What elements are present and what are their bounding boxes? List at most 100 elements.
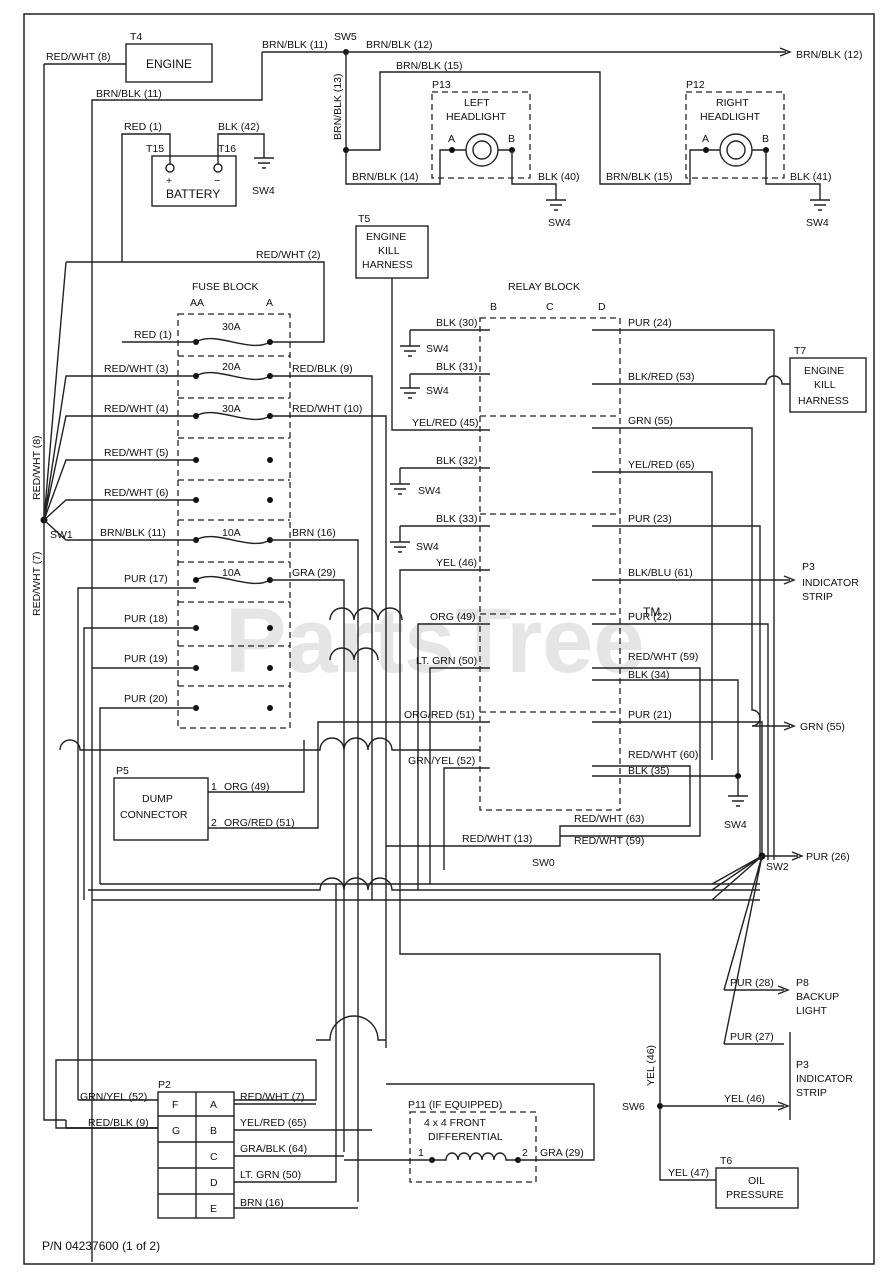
wire-pur-17: PUR (17) [124, 573, 168, 585]
wire-brn-16: BRN (16) [240, 1197, 284, 1209]
wire-org-red-51: ORG/RED (51) [404, 709, 475, 721]
splice-sw0: SW0 [532, 857, 555, 869]
fuse-5-rating: 10A [222, 567, 241, 579]
t5-line1: ENGINE [366, 231, 406, 243]
t5-id: T5 [358, 213, 370, 225]
left-headlight-p13: P13 LEFT HEADLIGHT A B [431, 79, 531, 179]
ground-sw4-r5: SW4 [724, 819, 747, 831]
wire-brn-blk-12: BRN/BLK (12) [366, 39, 433, 51]
ground-sw4-r2: SW4 [426, 385, 449, 397]
wire-lt-grn-50-p2: LT. GRN (50) [240, 1169, 301, 1181]
indicator-strip-p3-bottom: P3 INDICATOR STRIP [796, 1059, 853, 1099]
wire-brn-blk-12-end: BRN/BLK (12) [796, 49, 863, 61]
engine-t4: T4 ENGINE [125, 31, 213, 83]
wire-red-wht-3: RED/WHT (3) [104, 363, 169, 375]
p13-b: B [508, 133, 515, 145]
p12-id: P12 [686, 79, 705, 91]
wire-grn-55-end: GRN (55) [800, 721, 845, 733]
diagram-border [23, 13, 875, 1265]
wire-red-wht-63: RED/WHT (63) [574, 813, 644, 825]
fuse-1-rating: 30A [222, 321, 241, 333]
p13-line1: LEFT [464, 97, 490, 109]
wire-grn-yel-52: GRN/YEL (52) [408, 755, 475, 767]
p2-cell-a: A [210, 1099, 217, 1111]
battery-t15: T15 [146, 143, 164, 155]
ground-sw4-r4: SW4 [416, 541, 439, 553]
p3-top-line1: INDICATOR [802, 577, 859, 589]
p13-id: P13 [432, 79, 451, 91]
ground-sw4-r3: SW4 [418, 485, 441, 497]
wire-yel-red-65-p2: YEL/RED (65) [240, 1117, 307, 1129]
wire-pur-22: PUR (22) [628, 611, 672, 623]
p2-cell-b: B [210, 1125, 217, 1137]
fuse-2-rating: 20A [222, 361, 241, 373]
ground-sw4-a: SW4 [548, 217, 571, 229]
wire-yel-red-65: YEL/RED (65) [628, 459, 695, 471]
wire-brn-blk-11-b: BRN/BLK (11) [96, 88, 162, 100]
relay-grounds [390, 330, 420, 553]
p8-line2: LIGHT [796, 1005, 828, 1017]
relay-col-b: B [490, 301, 497, 313]
p5-line2: CONNECTOR [120, 809, 188, 821]
engine-kill-harness-t5: T5 ENGINE KILL HARNESS [355, 213, 429, 279]
indicator-strip-p3-top: P3 INDICATOR STRIP [802, 561, 859, 603]
fuse-3-rating: 30A [222, 403, 241, 415]
ground-sw4-r1: SW4 [426, 343, 449, 355]
wire-lt-grn-50: LT. GRN (50) [416, 655, 477, 667]
t7-line3: HARNESS [798, 395, 849, 407]
wire-brn-blk-11-fuse: BRN/BLK (11) [100, 527, 166, 539]
wire-red-wht-60: RED/WHT (60) [628, 749, 698, 761]
wire-blk-32: BLK (32) [436, 455, 477, 467]
right-headlight-p12: P12 RIGHT HEADLIGHT A B [685, 79, 785, 179]
wire-pur-26: PUR (26) [806, 851, 850, 863]
p13-a: A [448, 133, 455, 145]
wire-brn-blk-14: BRN/BLK (14) [352, 171, 419, 183]
wire-red-wht-59-sw0: RED/WHT (59) [574, 835, 644, 847]
p3-bottom-line2: STRIP [796, 1087, 827, 1099]
splice-sw2-label: SW2 [766, 861, 789, 873]
p11-pin1: 1 [418, 1147, 424, 1159]
wire-pur-19: PUR (19) [124, 653, 168, 665]
wire-blk-31: BLK (31) [436, 361, 477, 373]
wire-grn-55: GRN (55) [628, 415, 673, 427]
p8-id: P8 [796, 977, 809, 989]
p5-id: P5 [116, 765, 129, 777]
p11-pin2: 2 [522, 1147, 528, 1159]
part-number: P/N 04237600 (1 of 2) [42, 1239, 160, 1253]
wire-pur-18: PUR (18) [124, 613, 168, 625]
wire-pur-28: PUR (28) [730, 977, 774, 989]
fuse-block: FUSE BLOCK AA A [177, 281, 291, 729]
wire-red-wht-8: RED/WHT (8) [46, 51, 111, 63]
wire-yel-red-45: YEL/RED (45) [412, 417, 479, 429]
battery: T15 T16 + − BATTERY [146, 143, 237, 207]
wire-blk-red-53: BLK/RED (53) [628, 371, 695, 383]
p3-top-line2: STRIP [802, 591, 833, 603]
fuse-block-title: FUSE BLOCK [192, 281, 259, 293]
wire-blk-30: BLK (30) [436, 317, 477, 329]
watermark-tm: TM [643, 605, 660, 619]
p5-pin1: 1 [211, 781, 217, 793]
watermark: PartsTree [225, 590, 644, 692]
p12-b: B [762, 133, 769, 145]
wire-red-wht-7-vert: RED/WHT (7) [31, 551, 43, 616]
wire-yel-47: YEL (47) [668, 1167, 709, 1179]
wire-blk-blu-61: BLK/BLU (61) [628, 567, 693, 579]
ground-sw4-b: SW4 [806, 217, 829, 229]
splice-sw5: SW5 [334, 31, 357, 43]
wire-brn-16-fuse: BRN (16) [292, 527, 336, 539]
wire-pur-21: PUR (21) [628, 709, 672, 721]
p11-line1: P11 (IF EQUIPPED) [408, 1099, 502, 1111]
battery-plus: + [166, 175, 172, 187]
p5-pin2: 2 [211, 817, 217, 829]
battery-label: BATTERY [166, 187, 220, 201]
wire-red-1: RED (1) [124, 121, 162, 133]
wire-red-wht-5: RED/WHT (5) [104, 447, 169, 459]
p12-a: A [702, 133, 709, 145]
wire-yel-46-p3: YEL (46) [724, 1093, 765, 1105]
p2-cell-f: F [172, 1099, 178, 1111]
t7-line2: KILL [814, 379, 836, 391]
p2-cell-d: D [210, 1177, 218, 1189]
ground-sw4-c: SW4 [252, 185, 275, 197]
t5-line3: HARNESS [362, 259, 413, 271]
fuse-col-aa: AA [190, 297, 204, 309]
